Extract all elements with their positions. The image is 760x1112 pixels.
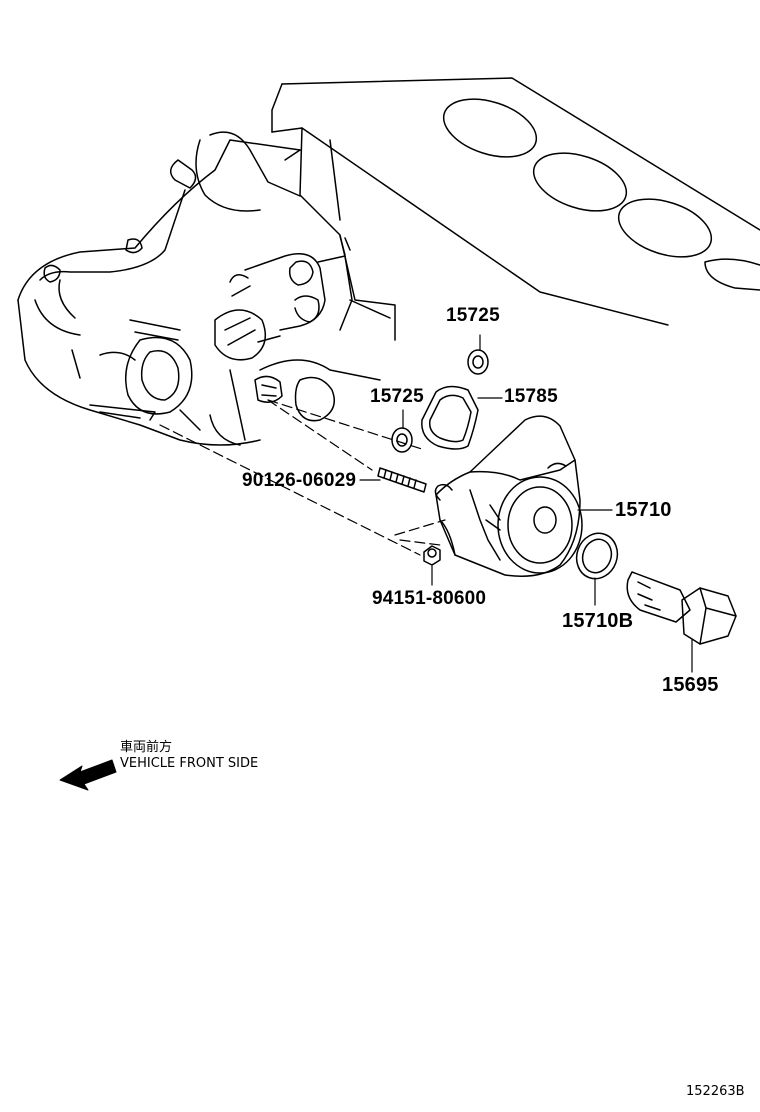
vehicle-front-note-en: VEHICLE FRONT SIDE — [120, 756, 259, 771]
oil-seal-15725-mid — [391, 427, 413, 453]
union-bolt-15695 — [626, 571, 737, 645]
label-15725-mid: 15725 — [370, 386, 424, 407]
label-90126-06029: 90126-06029 — [242, 470, 357, 491]
stud-bolt — [377, 467, 427, 493]
label-15710: 15710 — [615, 499, 672, 521]
alignment-lines — [159, 399, 446, 556]
label-15725-top: 15725 — [446, 305, 500, 326]
oil-seal-15725-top — [467, 349, 489, 375]
engine-block — [271, 77, 760, 341]
gasket-15785 — [421, 385, 479, 450]
label-94151-80600: 94151-80600 — [372, 588, 487, 609]
label-15695: 15695 — [662, 674, 719, 696]
arrow-left-icon — [59, 759, 117, 791]
nut — [423, 545, 441, 566]
reference-code: 152263B — [686, 1084, 745, 1099]
vehicle-front-note-jp: 車両前方 — [120, 740, 173, 755]
leader-lines — [359, 334, 693, 673]
oil-filter-bracket — [434, 415, 583, 577]
front-housing — [17, 131, 391, 446]
label-15710b: 15710B — [562, 610, 634, 632]
o-ring-15710b — [575, 532, 619, 580]
label-15785: 15785 — [504, 386, 558, 407]
